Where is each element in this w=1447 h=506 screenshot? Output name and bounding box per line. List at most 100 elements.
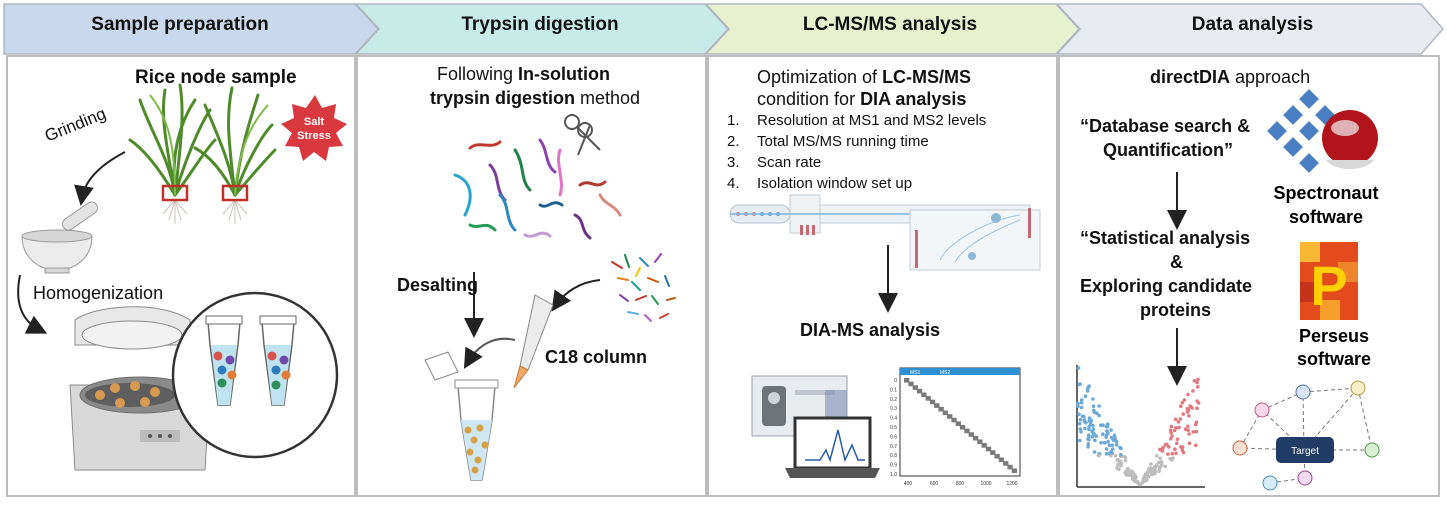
volcano-point xyxy=(1158,456,1162,461)
volcano-point xyxy=(1174,451,1178,456)
protein-network-icon: Target xyxy=(1232,380,1380,491)
sample-tubes-magnified-icon xyxy=(171,291,339,459)
volcano-point xyxy=(1106,439,1110,444)
volcano-point xyxy=(1119,452,1123,457)
volcano-point xyxy=(1092,432,1096,436)
dia-window-step xyxy=(921,392,927,398)
volcano-point xyxy=(1179,404,1183,409)
volcano-point xyxy=(1104,452,1109,456)
volcano-point xyxy=(1107,443,1112,448)
volcano-point xyxy=(1154,463,1159,467)
dia-window-step xyxy=(1011,468,1017,473)
volcano-point xyxy=(1082,419,1087,424)
volcano-point xyxy=(1076,401,1080,406)
lcms-optimization-bold-1: LC-MS/MS xyxy=(882,67,972,87)
collection-tube-icon xyxy=(424,351,499,481)
dia-window-step xyxy=(968,432,974,437)
volcano-point xyxy=(1093,438,1097,443)
volcano-point xyxy=(1077,422,1082,426)
volcano-point xyxy=(1145,470,1150,475)
volcano-point xyxy=(1180,448,1185,452)
volcano-point xyxy=(1187,414,1191,418)
spectronaut-label-1: Spectronaut xyxy=(1273,183,1378,203)
volcano-point xyxy=(1102,440,1107,445)
dia-chart-xtick: 1200 xyxy=(1006,481,1017,487)
dia-window-step xyxy=(904,378,910,383)
volcano-point xyxy=(1087,416,1092,420)
volcano-point xyxy=(1178,417,1183,421)
lcms-optimization-bold-2: DIA analysis xyxy=(860,89,967,109)
volcano-point xyxy=(1177,425,1181,430)
volcano-point xyxy=(1087,427,1091,432)
volcano-point xyxy=(1166,452,1170,456)
mortar-pestle-icon xyxy=(21,201,98,274)
dia-window-step xyxy=(916,388,923,394)
dia-chart-legend-item: MS2 xyxy=(940,370,951,376)
volcano-point xyxy=(1186,392,1190,397)
volcano-point xyxy=(1196,377,1200,382)
volcano-point xyxy=(1187,441,1192,446)
dia-window-step xyxy=(977,439,983,445)
volcano-point xyxy=(1077,412,1081,417)
dia-window-step xyxy=(990,450,996,455)
volcano-point xyxy=(1112,433,1117,438)
peptide-fragments-icon xyxy=(453,138,622,240)
volcano-point xyxy=(1194,429,1199,434)
mass-spectrometer-schematic-icon xyxy=(729,194,1041,271)
dia-chart-ytick: 0.2 xyxy=(890,397,897,403)
laptop-chromatogram-icon xyxy=(785,416,880,478)
trypsin-method-bold-2: trypsin digestion xyxy=(430,88,576,108)
trypsin-method-line-1: Following In-solution xyxy=(437,64,610,85)
volcano-point xyxy=(1076,404,1080,409)
volcano-point xyxy=(1083,426,1087,431)
volcano-point xyxy=(1097,404,1101,408)
volcano-point xyxy=(1160,447,1165,452)
volcano-point xyxy=(1180,400,1185,405)
statistical-analysis-line-4: proteins xyxy=(1140,300,1212,320)
volcano-point xyxy=(1170,451,1175,456)
volcano-point xyxy=(1171,456,1175,461)
volcano-point xyxy=(1176,420,1181,424)
perseus-logo-letter: P xyxy=(1310,254,1347,317)
salt-stress-label-1: Salt xyxy=(304,116,325,128)
volcano-point xyxy=(1086,437,1090,441)
database-search-line-2: Quantification” xyxy=(1103,140,1233,160)
dia-chart-ytick: 0.3 xyxy=(890,406,897,412)
dia-ms-analysis-label: DIA-MS analysis xyxy=(800,320,941,340)
volcano-point xyxy=(1110,447,1115,451)
volcano-point xyxy=(1124,469,1128,473)
volcano-point xyxy=(1173,447,1177,452)
dia-window-step xyxy=(972,435,979,441)
volcano-point xyxy=(1079,398,1084,402)
volcano-point xyxy=(1185,410,1190,414)
volcano-point xyxy=(1114,443,1119,447)
volcano-point xyxy=(1115,458,1119,462)
volcano-point xyxy=(1158,447,1162,452)
lcms-optimization-line-1: Optimization of LC-MS/MS xyxy=(757,67,971,88)
dia-chart-legend-item: MS1 xyxy=(910,370,921,376)
stage-chevron-4 xyxy=(1055,3,1444,55)
volcano-point xyxy=(1131,473,1135,478)
homogenization-label: Homogenization xyxy=(33,283,164,303)
volcano-point xyxy=(1182,398,1187,402)
volcano-point xyxy=(1175,441,1179,446)
volcano-point xyxy=(1179,445,1183,449)
homogenization-arrow-icon xyxy=(17,274,48,334)
perseus-label-1: Perseus xyxy=(1299,326,1369,346)
volcano-point xyxy=(1128,473,1132,477)
dia-window-step xyxy=(908,381,914,387)
lcms-optimization-plain-2: condition for xyxy=(757,89,861,109)
volcano-point xyxy=(1160,463,1164,467)
statistical-analysis-line-3: Exploring candidate xyxy=(1080,276,1253,296)
volcano-point xyxy=(1099,440,1103,445)
dia-chart-legend-bar xyxy=(900,368,1020,375)
volcano-point xyxy=(1106,431,1110,436)
lcms-optimization-plain-1: Optimization of xyxy=(757,67,883,87)
volcano-point xyxy=(1096,453,1101,458)
dia-window-step xyxy=(994,453,1000,459)
volcano-point xyxy=(1157,465,1162,470)
volcano-point xyxy=(1153,467,1157,472)
pipette-icon xyxy=(513,294,554,389)
dia-chart-ytick: 0.7 xyxy=(890,444,897,450)
network-target-label: Target xyxy=(1291,446,1319,457)
